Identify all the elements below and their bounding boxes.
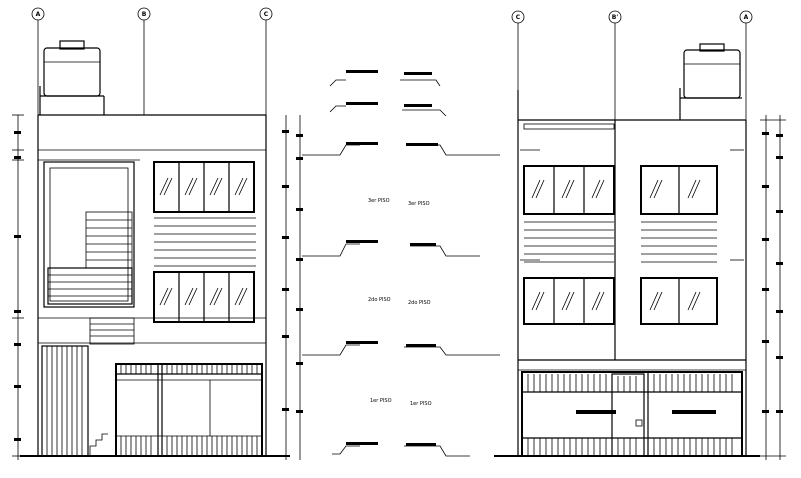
right-elevation-dims [760,115,786,460]
ground-garage-door [115,363,263,457]
water-tank [39,40,105,115]
right-axis-markers: C B' A [511,10,753,120]
window-upper-left [523,165,615,215]
axis-label: C [264,11,269,18]
left-axis-markers: A B C [31,7,273,115]
building-outline [494,90,760,457]
ground-doors [521,371,743,457]
floor-label: 2do PISO [368,297,391,303]
left-dimension-chain [12,114,24,460]
axis-label: A [36,11,41,18]
level-markers: 3er PISO 3er PISO 2do PISO 2do PISO 1er … [302,70,500,457]
left-elevation: A B C [12,7,303,460]
axis-label: B [142,11,147,18]
ground-gate-left [41,345,108,457]
right-elevation: C B' A [494,10,786,460]
window-upper-right [640,165,718,215]
axis-label: C [516,14,521,21]
axis-label: B' [612,14,619,21]
floor-label: 2do PISO [408,300,431,306]
floor-label: 1er PISO [410,401,432,407]
window-lower-left [523,277,615,325]
window-lower [153,271,255,323]
axis-label: A [744,14,749,21]
water-tank [679,43,742,120]
stair-opening [43,161,135,345]
floor-label: 3er PISO [368,198,390,204]
window-upper [153,161,255,213]
left-elevation-right-dims [282,115,303,460]
window-lower-right [640,277,718,325]
floor-label: 3er PISO [408,201,430,207]
louvre-panel [154,217,256,267]
floor-label: 1er PISO [370,398,392,404]
louvre-panel [524,221,717,263]
